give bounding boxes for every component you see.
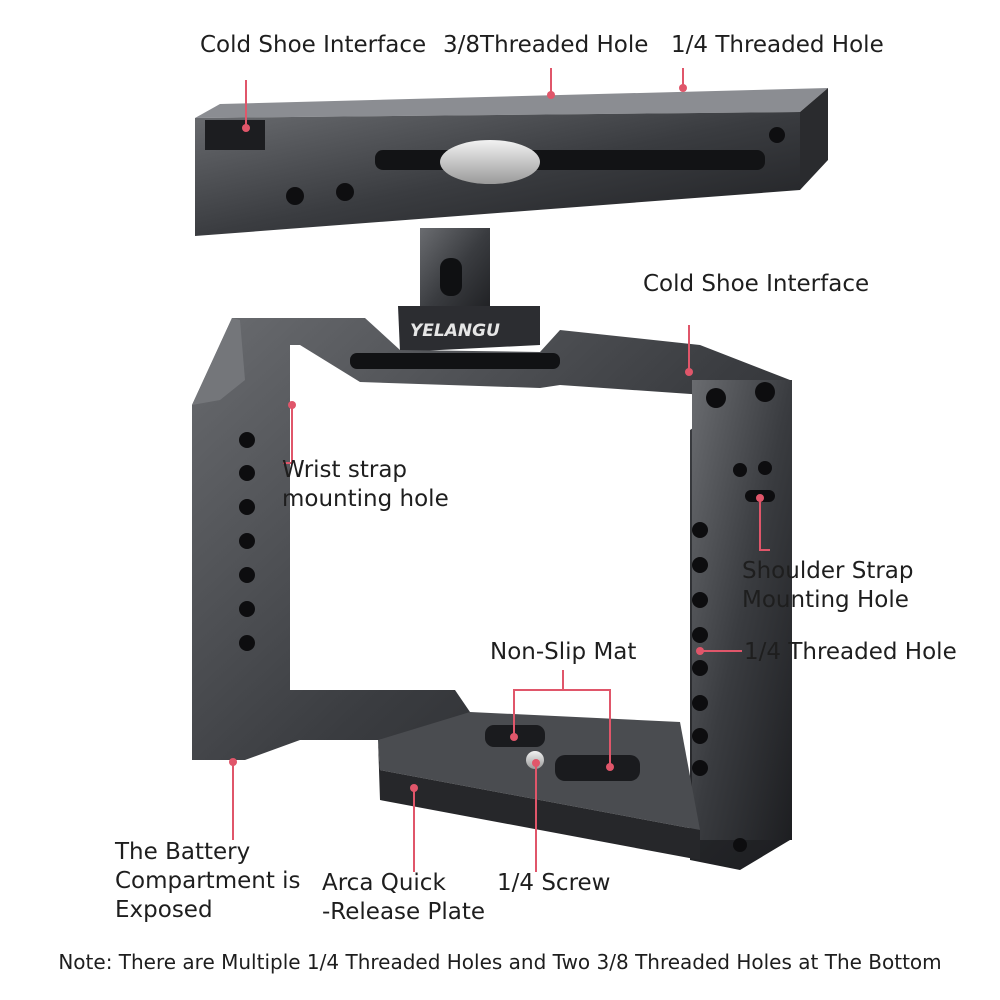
label-threaded-14-top: 1/4 Threaded Hole	[671, 32, 884, 58]
label-arca-plate: Arca Quick -Release Plate	[322, 869, 485, 927]
label-threaded-14-side: 1/4 Threaded Hole	[744, 639, 957, 665]
callout-dots	[229, 84, 764, 792]
brand-logo: YELANGU	[410, 321, 500, 341]
label-cold-shoe-side: Cold Shoe Interface	[643, 271, 870, 297]
label-cold-shoe-top: Cold Shoe Interface	[200, 32, 427, 58]
top-handle	[195, 88, 828, 236]
label-arca-line1: Arca Quick	[322, 870, 446, 896]
label-arca-line2: -Release Plate	[322, 899, 485, 925]
label-non-slip-mat: Non-Slip Mat	[490, 639, 637, 665]
knurled-knob	[440, 140, 540, 184]
left-hole-column	[239, 432, 255, 651]
label-shoulder-strap-line2: Mounting Hole	[742, 587, 909, 613]
cage-frame	[192, 318, 792, 870]
bottom-note: Note: There are Multiple 1/4 Threaded Ho…	[58, 950, 942, 974]
label-threaded-38-top: 3/8Threaded Hole	[443, 32, 649, 58]
label-screw-14: 1/4 Screw	[497, 870, 611, 896]
label-shoulder-strap-line1: Shoulder Strap	[742, 558, 914, 584]
label-battery-line1: The Battery	[115, 839, 251, 865]
label-wrist-strap: Wrist strap mounting hole	[282, 456, 449, 514]
arca-plate	[378, 712, 700, 860]
handle-stem: YELANGU	[398, 228, 540, 352]
label-wrist-strap-line2: mounting hole	[282, 486, 449, 512]
label-shoulder-strap: Shoulder Strap Mounting Hole	[742, 557, 914, 615]
label-battery: The Battery Compartment is Exposed	[115, 838, 301, 925]
right-hole-column	[692, 382, 775, 852]
callout-leaders	[232, 68, 770, 872]
label-battery-line2: Compartment is	[115, 868, 301, 894]
label-battery-line3: Exposed	[115, 897, 213, 923]
label-wrist-strap-line1: Wrist strap	[282, 457, 408, 483]
non-slip-mat-right	[555, 755, 640, 781]
